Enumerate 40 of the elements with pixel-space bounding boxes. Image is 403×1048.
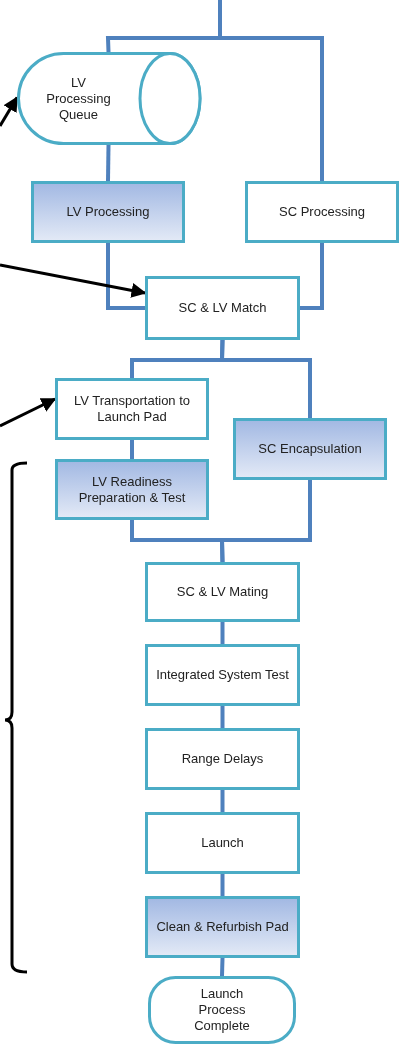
node-label: LV Processing: [65, 204, 151, 220]
arrow: [0, 263, 147, 298]
terminator-shape: [148, 976, 296, 1044]
connector-line: [300, 243, 324, 310]
connector-line: [106, 144, 111, 182]
process-box: [145, 728, 300, 790]
arrow: [0, 96, 19, 127]
connector-line: [220, 874, 225, 896]
node-label: SC & LV Mating: [175, 584, 270, 600]
node-label: SC & LV Match: [177, 300, 268, 316]
process-box: [233, 418, 387, 480]
node-label: LV Processing Queue: [45, 74, 112, 123]
process-box: [145, 276, 300, 340]
connector-line: [219, 339, 312, 418]
node-label: SC Processing: [278, 204, 366, 220]
connector-line: [106, 243, 145, 310]
node-label: Range Delays: [180, 751, 265, 767]
process-box: [245, 181, 399, 243]
node-label: LV Transportation to Launch Pad: [72, 393, 192, 425]
queue-cylinder: [17, 52, 200, 145]
node-label: LV Readiness Preparation & Test: [77, 473, 187, 506]
node-label: SC Encapsulation: [257, 441, 363, 457]
node-label: Integrated System Test: [155, 667, 290, 683]
connector-line: [219, 480, 312, 563]
process-box: [145, 562, 300, 622]
connector-line: [220, 706, 225, 728]
process-box: [145, 812, 300, 874]
node-label: Clean & Refurbish Pad: [155, 919, 290, 935]
connector-line: [220, 622, 225, 644]
process-box: [55, 459, 209, 520]
connector-line: [220, 957, 225, 977]
process-box: [55, 378, 209, 440]
process-box: [145, 644, 300, 706]
node-label: Launch: [200, 835, 245, 851]
connector-line: [220, 790, 225, 812]
arrow: [0, 397, 57, 428]
process-box: [145, 896, 300, 958]
process-box: [31, 181, 185, 243]
connector-line: [130, 440, 134, 459]
node-label: Launch Process Complete: [193, 986, 251, 1034]
